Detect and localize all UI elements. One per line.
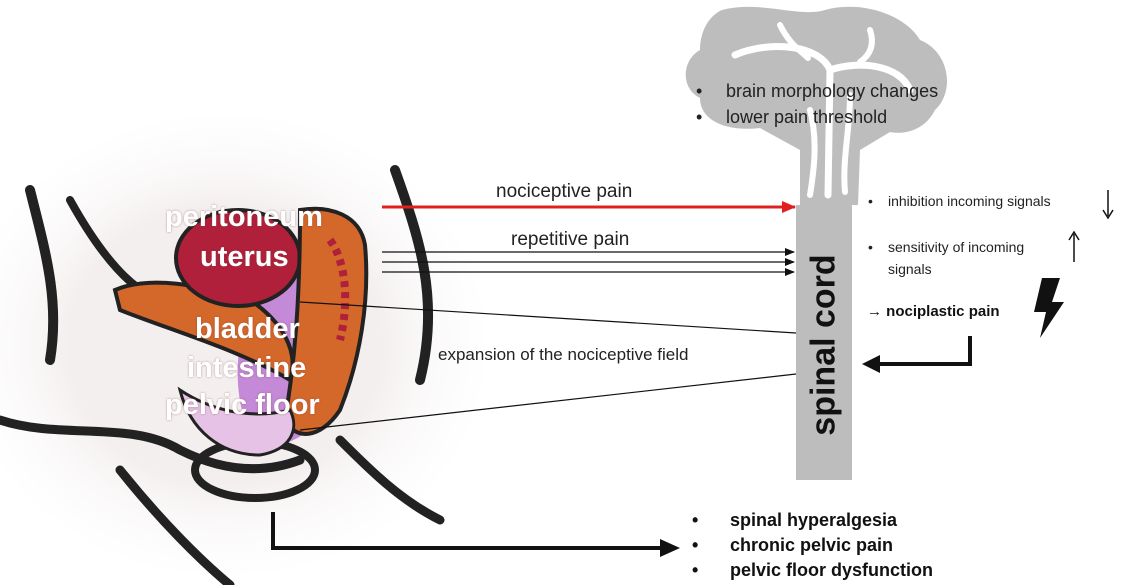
repetitive-pain-label: repetitive pain (511, 229, 629, 251)
brain-effects-list: brain morphology changes lower pain thre… (694, 78, 938, 130)
feedback-arrow (862, 336, 970, 373)
pelvis-illustration (0, 115, 485, 585)
spinal-effect-sensitivity: sensitivity of incoming signals (866, 236, 1024, 280)
nociceptive-pain-label: nociceptive pain (496, 181, 632, 203)
spinal-effect-inhibition: inhibition incoming signals (866, 190, 1051, 212)
outcome-item: spinal hyperalgesia (690, 508, 933, 533)
spinal-effect-sensitivity-line1: sensitivity of incoming (888, 239, 1024, 255)
organ-label-intestine: intestine (187, 353, 306, 384)
expansion-label: expansion of the nociceptive field (438, 345, 688, 365)
organ-label-pelvic-floor: pelvic floor (165, 390, 320, 421)
lightning-icon (1034, 278, 1064, 338)
signal-direction-arrows (1069, 190, 1113, 262)
brain-effect-item: brain morphology changes (694, 78, 938, 104)
brain-effect-item: lower pain threshold (694, 104, 938, 130)
spinal-effects-list-2: sensitivity of incoming signals (866, 236, 1024, 280)
outcome-item: pelvic floor dysfunction (690, 558, 933, 583)
nociplastic-pain-label: → nociplastic pain (867, 303, 1000, 320)
outcome-item: chronic pelvic pain (690, 533, 933, 558)
spinal-effect-sensitivity-line2: signals (888, 261, 932, 277)
organ-label-bladder: bladder (195, 314, 300, 345)
outcomes-list: spinal hyperalgesia chronic pelvic pain … (690, 508, 933, 583)
spinal-cord-label: spinal cord (805, 254, 844, 435)
organ-label-uterus: uterus (200, 242, 289, 273)
organ-label-peritoneum: peritoneum (165, 202, 323, 233)
spinal-effects-list: inhibition incoming signals (866, 190, 1051, 212)
